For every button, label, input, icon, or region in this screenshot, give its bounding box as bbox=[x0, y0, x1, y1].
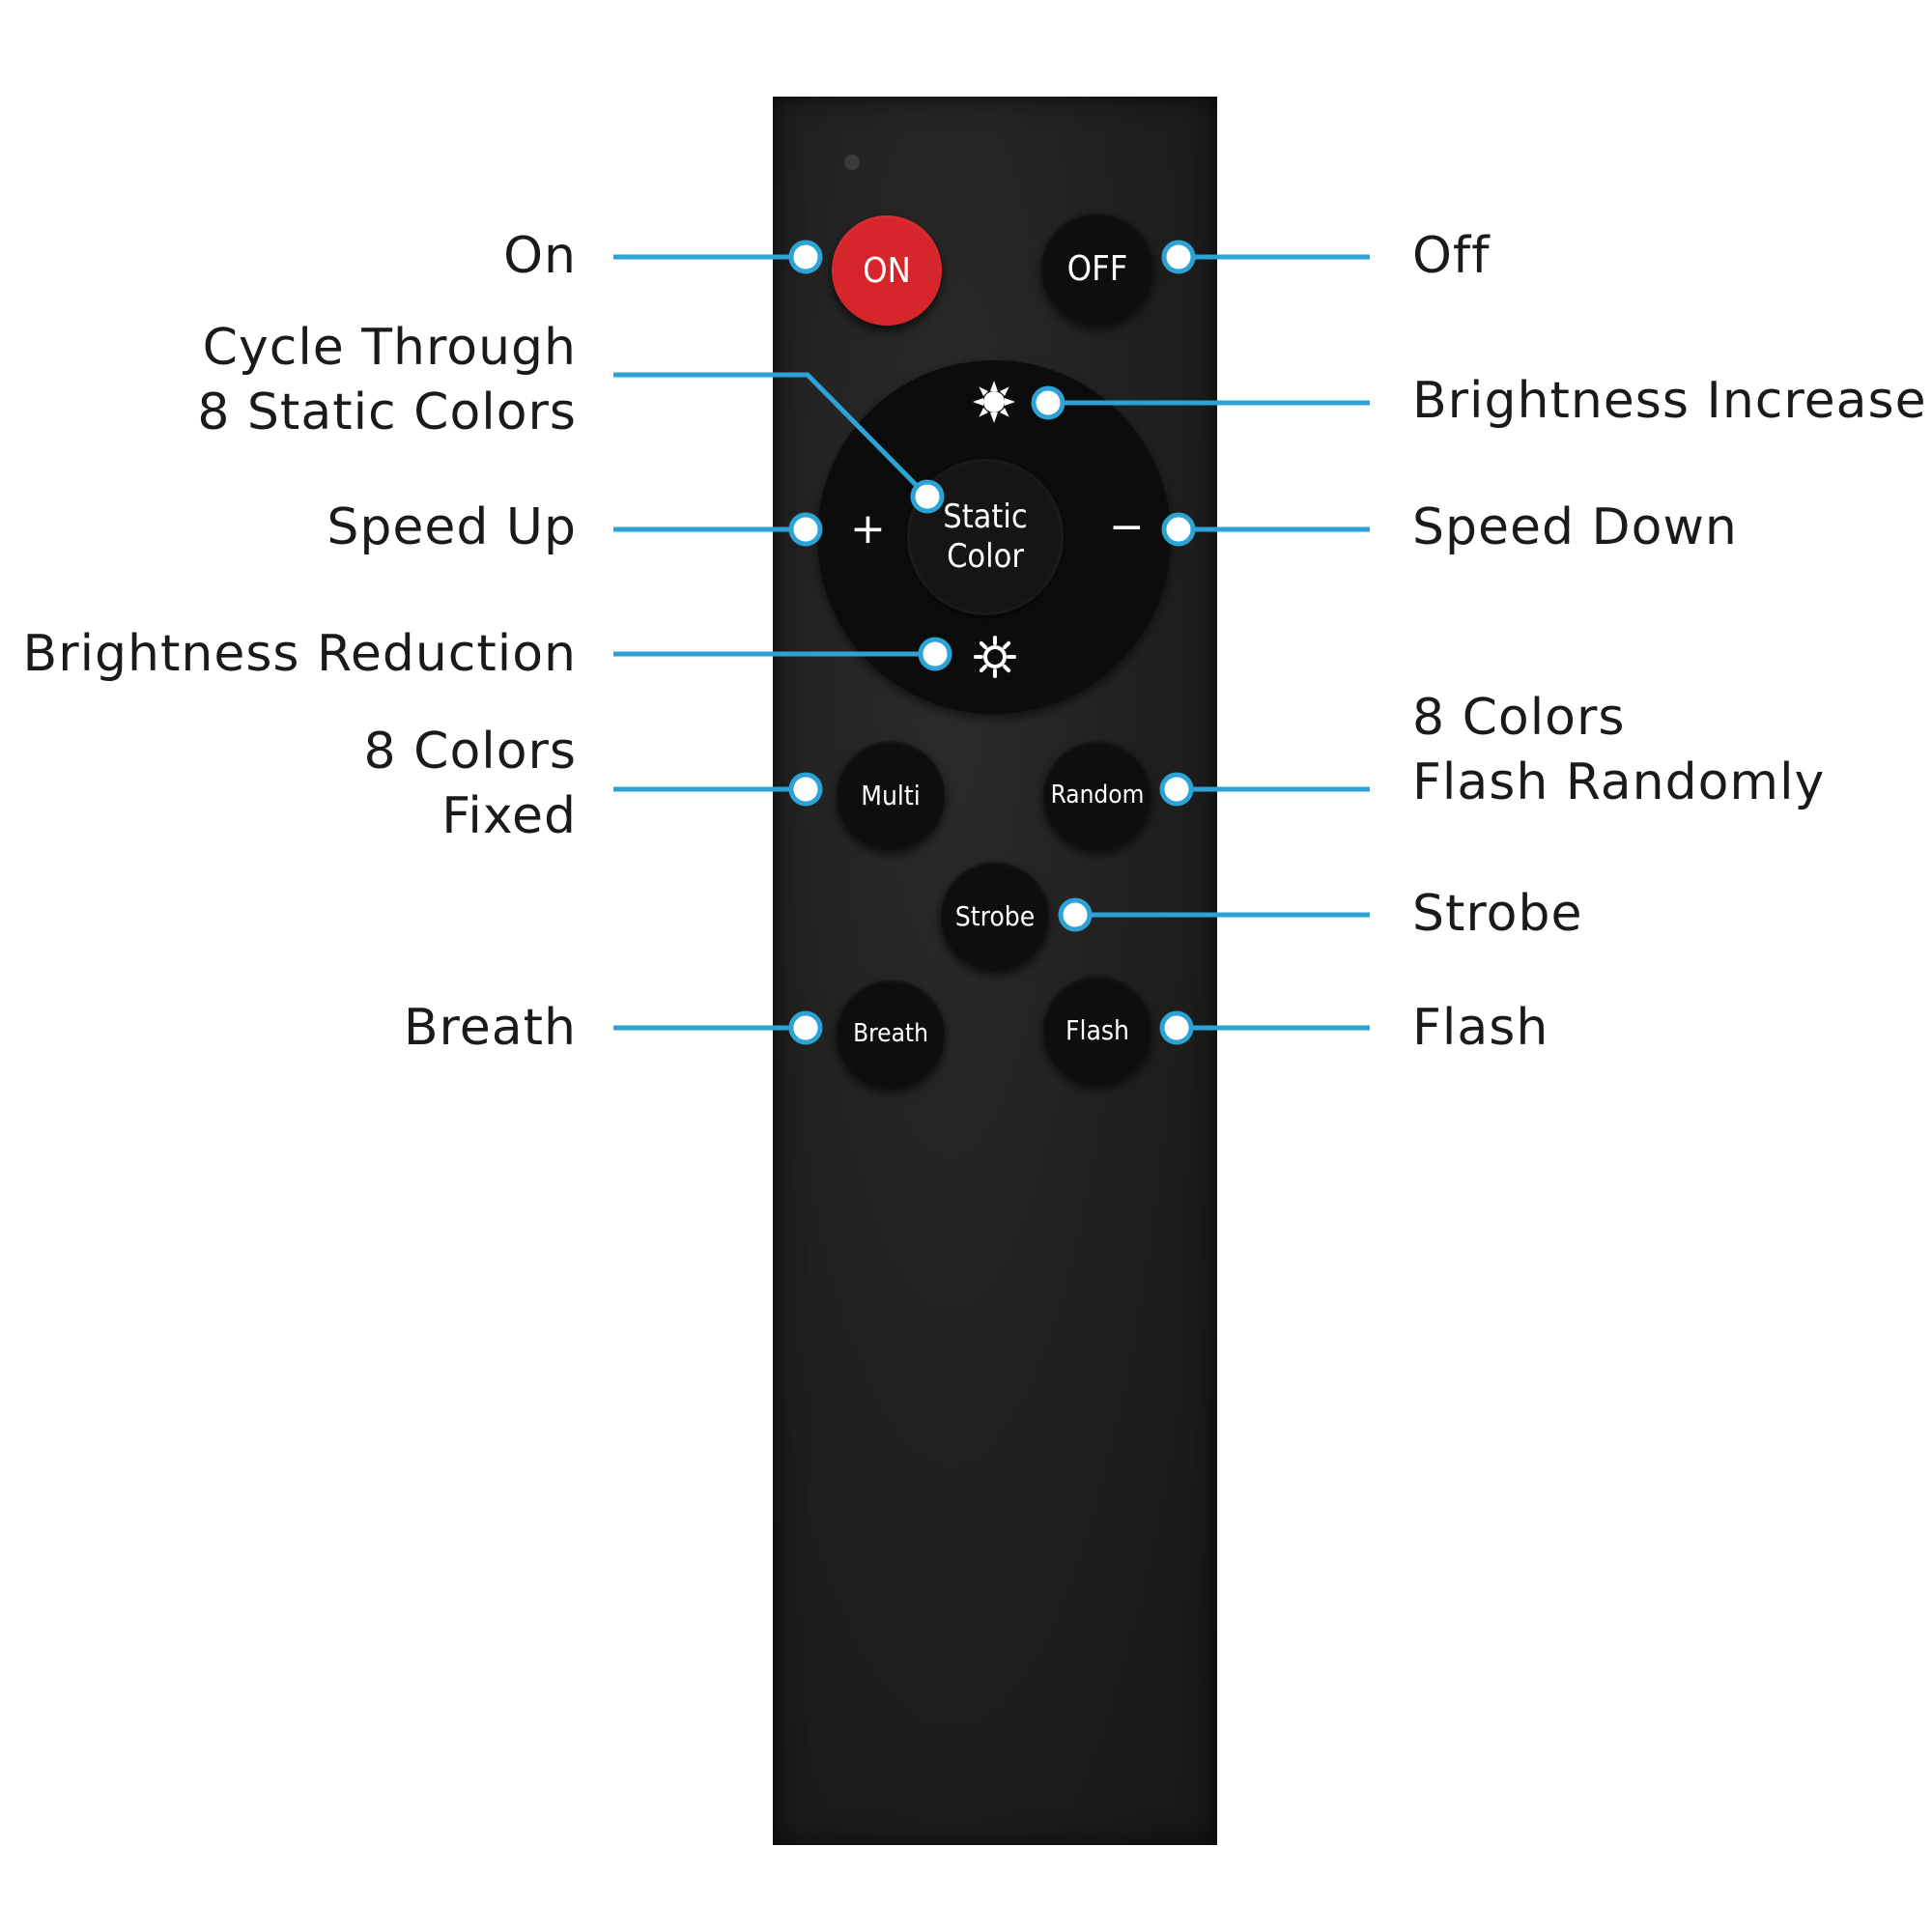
label-brightness-reduction: Brightness Reduction bbox=[22, 625, 577, 683]
label-fixed-line-1: 8 Colors bbox=[363, 723, 577, 781]
label-random-line-1: 8 Colors bbox=[1412, 689, 1626, 747]
strobe-button[interactable]: Strobe bbox=[941, 862, 1049, 970]
brightness-up-icon[interactable] bbox=[972, 380, 1016, 424]
label-fixed-line-2: Fixed bbox=[441, 786, 577, 845]
callout-line-cycle bbox=[613, 372, 929, 498]
label-on: On bbox=[503, 227, 577, 285]
speed-down-minus[interactable]: − bbox=[1109, 502, 1145, 552]
label-colors-fixed: 8 Colors Fixed bbox=[364, 720, 577, 848]
label-brightness-increase: Brightness Increase bbox=[1412, 372, 1927, 430]
static-color-label-1: Static bbox=[943, 497, 1028, 537]
breath-button[interactable]: Breath bbox=[837, 980, 945, 1088]
callout-dot-cycle bbox=[910, 479, 945, 514]
label-cycle-line-2: 8 Static Colors bbox=[197, 383, 577, 441]
brightness-down-icon[interactable] bbox=[974, 636, 1016, 678]
label-speed-down: Speed Down bbox=[1412, 498, 1738, 556]
callout-dot-fixed bbox=[788, 772, 823, 807]
static-color-button[interactable]: Static Color bbox=[910, 462, 1061, 612]
callout-dot-random bbox=[1159, 772, 1194, 807]
label-speed-up: Speed Up bbox=[327, 498, 577, 556]
callout-dot-breath bbox=[788, 1010, 823, 1045]
on-button[interactable]: ON bbox=[832, 215, 942, 326]
callout-dot-speed-up bbox=[788, 512, 823, 547]
static-color-label-2: Color bbox=[947, 537, 1024, 576]
callout-dot-brightness-increase bbox=[1031, 385, 1065, 420]
callout-dot-strobe bbox=[1058, 897, 1093, 932]
label-off: Off bbox=[1412, 227, 1491, 285]
flash-button[interactable]: Flash bbox=[1043, 976, 1151, 1084]
callout-dot-speed-down bbox=[1161, 512, 1196, 547]
label-strobe: Strobe bbox=[1412, 885, 1583, 943]
label-flash: Flash bbox=[1412, 999, 1549, 1057]
random-button[interactable]: Random bbox=[1043, 741, 1151, 849]
label-cycle-line-1: Cycle Through bbox=[202, 319, 577, 377]
speed-up-plus[interactable]: + bbox=[850, 504, 886, 554]
callout-dot-flash bbox=[1159, 1010, 1194, 1045]
label-cycle-static-colors: Cycle Through 8 Static Colors bbox=[197, 316, 577, 444]
label-random-line-2: Flash Randomly bbox=[1412, 753, 1826, 811]
off-button[interactable]: OFF bbox=[1041, 213, 1153, 325]
callout-dot-off bbox=[1161, 240, 1196, 274]
callout-dot-brightness-reduction bbox=[918, 637, 952, 671]
callout-dot-on bbox=[788, 240, 823, 274]
label-breath: Breath bbox=[403, 999, 577, 1057]
ir-emitter bbox=[844, 155, 860, 170]
label-colors-flash-randomly: 8 Colors Flash Randomly bbox=[1412, 686, 1825, 814]
multi-button[interactable]: Multi bbox=[837, 741, 945, 849]
